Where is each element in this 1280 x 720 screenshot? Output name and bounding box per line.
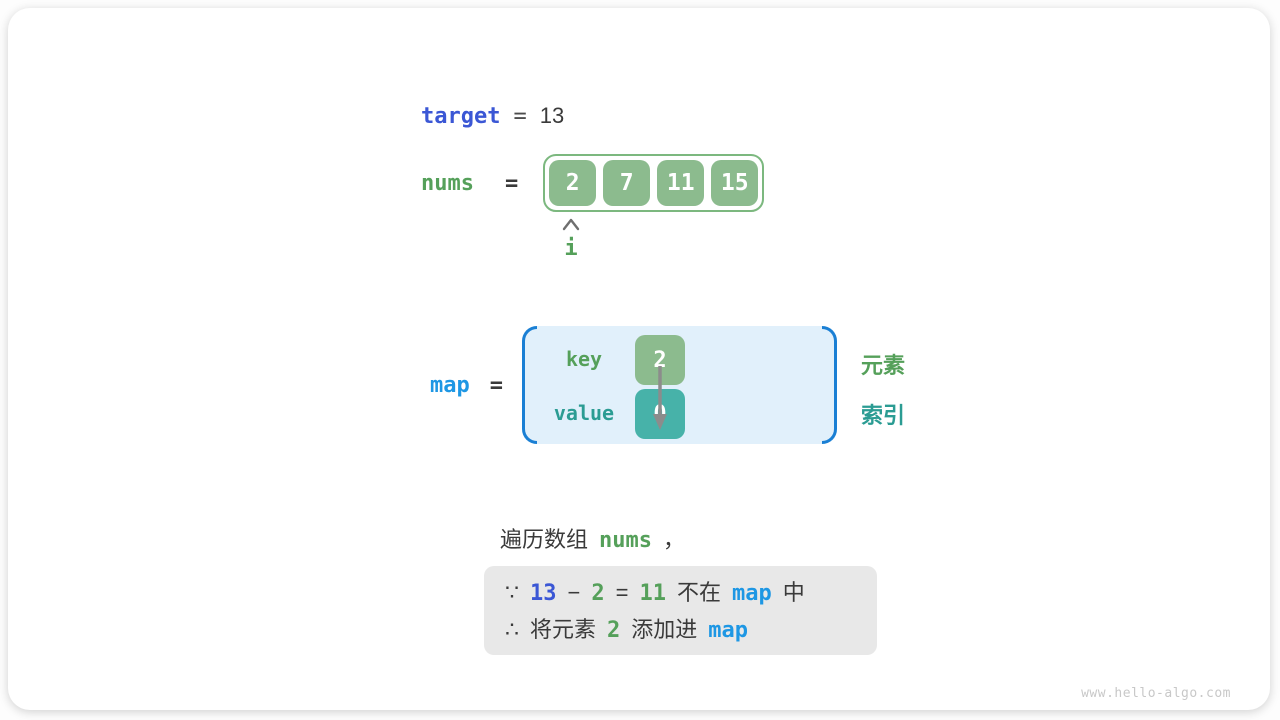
- caption-row: 遍历数组 nums ，: [500, 522, 685, 554]
- note-not-in-text: 不在: [676, 580, 721, 605]
- nums-variable-label: nums: [421, 170, 474, 196]
- minus-sign: −: [567, 580, 581, 605]
- note-add-prefix-text: 将元素: [530, 617, 597, 642]
- map-equals-sign: =: [489, 372, 503, 398]
- note-in-suffix-text: 中: [782, 580, 805, 605]
- target-equals-sign: =: [513, 104, 527, 129]
- target-value: 13: [539, 103, 565, 128]
- therefore-symbol: ∴: [505, 617, 519, 642]
- map-variable-label: map: [430, 372, 470, 398]
- note-add-suffix-text: 添加进: [631, 617, 698, 642]
- note-map-code-1: map: [731, 581, 772, 606]
- legend-index-label: 索引: [861, 403, 906, 428]
- array-cell-2: 11: [657, 160, 705, 206]
- caption-comma: ，: [663, 527, 686, 552]
- array-cell-3: 15: [711, 160, 759, 206]
- map-value-label: value: [553, 401, 615, 425]
- nums-equals-sign: =: [504, 170, 519, 196]
- diagram-card: target = 13 nums = 2 7 11 15 i map = key…: [8, 8, 1270, 710]
- nums-row: nums = 2 7 11 15: [421, 154, 765, 212]
- index-pointer-caret-icon: [562, 218, 580, 231]
- note-line-2: ∴ 将元素 2 添加进 map: [505, 612, 877, 649]
- map-row: map = key value 2 0: [430, 326, 837, 444]
- because-symbol: ∵: [505, 580, 519, 605]
- caption-nums-code: nums: [599, 528, 652, 553]
- map-panel: key value 2 0: [522, 326, 837, 444]
- note-map-code-2: map: [708, 618, 749, 643]
- index-pointer-label: i: [564, 236, 578, 261]
- note-target-value: 13: [530, 581, 557, 606]
- note-element-value: 2: [591, 581, 605, 606]
- note-diff-value: 11: [639, 581, 666, 606]
- note-added-element-value: 2: [607, 618, 621, 643]
- map-key-label: key: [565, 347, 603, 371]
- array-cell-0: 2: [549, 160, 597, 206]
- key-to-value-arrow-icon: [653, 366, 667, 430]
- note-box: ∵ 13 − 2 = 11 不在 map 中 ∴ 将元素 2 添加进 map: [484, 566, 877, 655]
- array-cell-1: 7: [603, 160, 651, 206]
- caption-prefix: 遍历数组: [500, 527, 589, 552]
- target-row: target = 13: [421, 103, 564, 129]
- nums-array-container: 2 7 11 15: [543, 154, 765, 212]
- note-line-1: ∵ 13 − 2 = 11 不在 map 中: [505, 575, 877, 612]
- target-variable-label: target: [421, 104, 501, 129]
- note-equals-sign: =: [615, 580, 629, 605]
- watermark: www.hello-algo.com: [1081, 686, 1231, 701]
- legend-element-label: 元素: [861, 353, 906, 378]
